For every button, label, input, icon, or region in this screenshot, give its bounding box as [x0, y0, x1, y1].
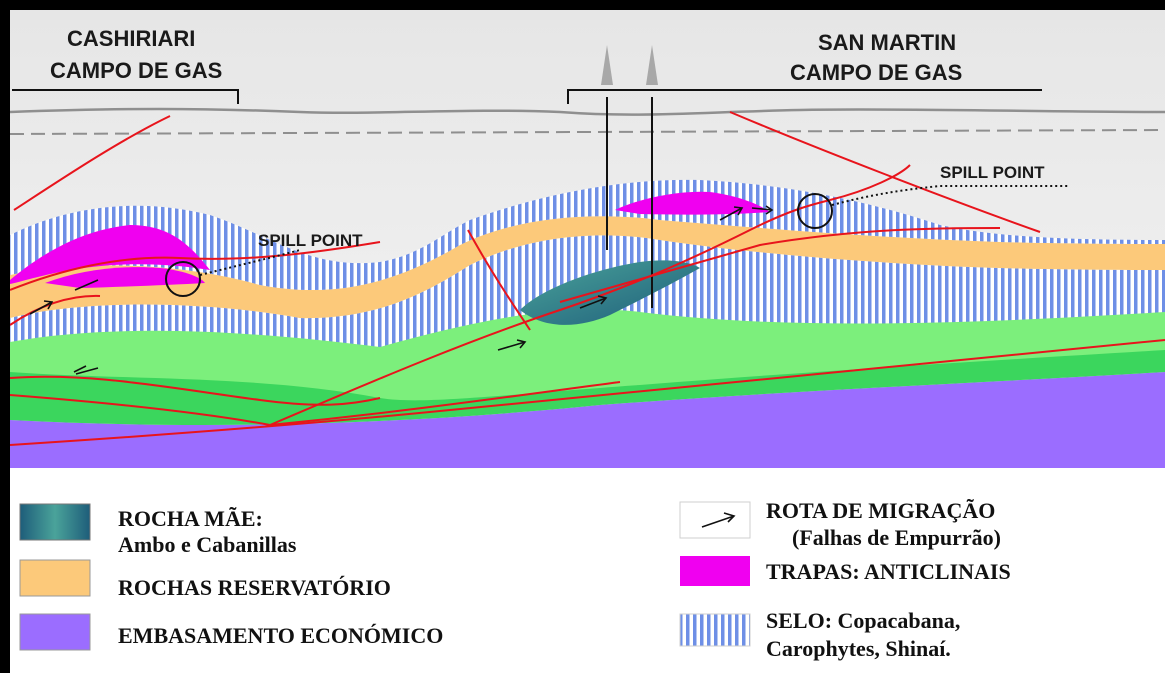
- legend-migration-arrow-icon: [701, 512, 736, 528]
- legend-swatch-traps: [680, 556, 750, 586]
- fault-lines: [10, 111, 1165, 446]
- top-border: [0, 0, 1165, 12]
- cashiriari-label-line1: CASHIRIARI: [67, 26, 195, 51]
- san-martin-label-line1: SAN MARTIN: [818, 30, 956, 55]
- surface-line: [10, 107, 1165, 116]
- san-martin-bracket: [567, 89, 1042, 104]
- legend-swatch-seal: [679, 613, 751, 647]
- legend-migration-title: ROTA DE MIGRAÇÃO: [766, 498, 996, 523]
- trap-cashiriari-upper: [10, 225, 210, 284]
- cashiriari-bracket: [12, 89, 239, 104]
- legend-source-rock-subtitle: Ambo e Cabanillas: [118, 532, 297, 557]
- legend-source-rock-title: ROCHA MÃE:: [118, 506, 263, 531]
- legend-reservoir-label: ROCHAS RESERVATÓRIO: [118, 575, 391, 600]
- legend-swatch-reservoir: [19, 559, 91, 597]
- left-border: [0, 0, 10, 673]
- reservoir-layer: [10, 216, 1165, 319]
- legend-swatch-source-rock: [19, 503, 91, 541]
- trap-cashiriari-lower: [45, 267, 205, 288]
- section-body: [10, 10, 1165, 468]
- cashiriari-label-line2: CAMPO DE GAS: [50, 58, 222, 83]
- legend-migration-subtitle: (Falhas de Empurrão): [792, 525, 1001, 550]
- spill-leader-cashiriari: [199, 249, 301, 276]
- trap-san-martin: [615, 191, 770, 215]
- legend-basement-label: EMBASAMENTO ECONÓMICO: [118, 623, 444, 648]
- gas-flare-1: [601, 45, 613, 85]
- green-light-layer: [10, 307, 1165, 401]
- spill-point-label-cashiriari: SPILL POINT: [258, 231, 363, 250]
- upper-seal-layer: [10, 179, 1165, 291]
- legend-swatch-basement: [19, 613, 91, 651]
- legend-traps-label: TRAPAS: ANTICLINAIS: [766, 559, 1011, 584]
- spill-leader-san-martin: [831, 185, 1068, 206]
- gas-flare-2: [646, 45, 658, 85]
- basement-layer: [10, 372, 1165, 468]
- legend-swatch-migration: [679, 501, 751, 539]
- legend-seal-subtitle: Carophytes, Shinaí.: [766, 636, 951, 661]
- spill-point-circle-cashiriari: [165, 261, 201, 297]
- spill-point-circle-san-martin: [797, 193, 833, 229]
- san-martin-label-line2: CAMPO DE GAS: [790, 60, 962, 85]
- spill-point-label-san-martin: SPILL POINT: [940, 163, 1045, 182]
- migration-arrows: [29, 205, 774, 375]
- datum-dashed-line: [10, 129, 1165, 135]
- legend-seal-title: SELO: Copacabana,: [766, 608, 961, 633]
